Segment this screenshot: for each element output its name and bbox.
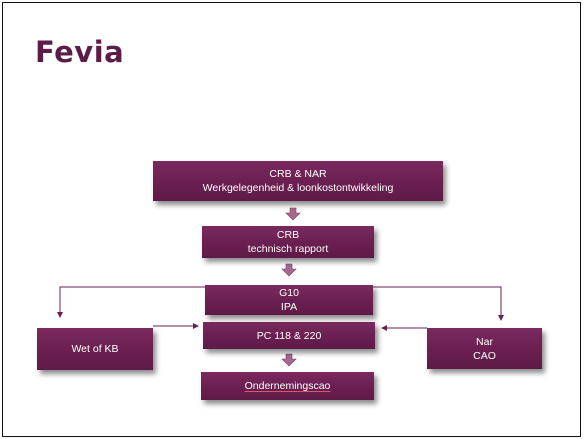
block-arrow-3 (281, 353, 297, 367)
box-nar-line2: CAO (473, 349, 496, 362)
box-nar-line1: Nar (476, 335, 493, 348)
box-pc-line1: PC 118 & 220 (256, 329, 322, 342)
box-crb-nar: CRB & NAR Werkgelegenheid & loonkostontw… (153, 161, 443, 201)
slide-title: Fevia (35, 35, 125, 69)
box-g10-line2: IPA (280, 301, 298, 313)
box-g10: G10 IPA (205, 285, 373, 315)
box-pc: PC 118 & 220 (203, 322, 375, 349)
block-arrow-1 (285, 207, 301, 221)
box-wet-line1: Wet of KB (71, 343, 119, 355)
connector-g10-to-wet (57, 286, 205, 318)
box-crb-line2: technisch rapport (247, 243, 329, 255)
box-ondernemingscao: Ondernemingscao (201, 372, 374, 400)
block-arrow-2 (281, 263, 297, 277)
box-crb-line1: CRB (276, 229, 300, 241)
box-ondernemingscao-line1: Ondernemingscao (244, 380, 331, 392)
box-crb: CRB technisch rapport (202, 226, 374, 258)
box-crb-nar-line2: Werkgelegenheid & loonkostontwikkeling (202, 182, 394, 194)
box-nar-cao: Nar CAO (427, 328, 542, 369)
box-g10-line1: G10 (279, 287, 299, 299)
box-wet-of-kb: Wet of KB (37, 328, 153, 370)
box-crb-nar-line1: CRB & NAR (269, 168, 327, 180)
connector-g10-to-nar (372, 286, 504, 321)
